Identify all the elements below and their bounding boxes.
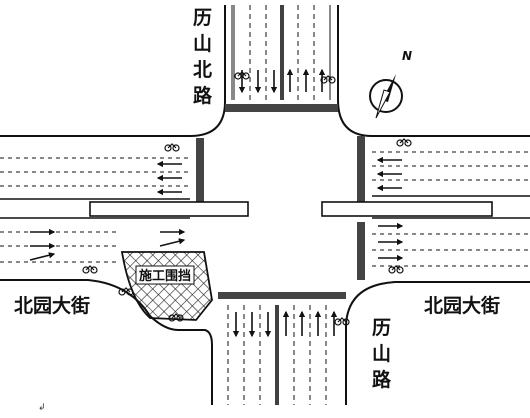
edge-south-west — [0, 279, 213, 405]
lane-arrow-icon — [159, 238, 186, 247]
construction-zone-label: 施工围挡 — [139, 268, 191, 284]
compass-icon — [369, 74, 403, 119]
lane-arrow-icon — [29, 252, 56, 261]
south-lane-arrows — [232, 310, 338, 338]
bicycle-icon — [320, 75, 336, 84]
edge-north-west — [0, 5, 226, 137]
construction-zone-area — [120, 251, 213, 321]
edge-south-east — [345, 281, 530, 405]
footnote-mark: ↲ — [38, 403, 46, 413]
road-label-north: 历山北路 — [193, 7, 213, 107]
edge-north-east — [337, 5, 530, 137]
stop-line-east — [357, 136, 365, 212]
bicycle-icon — [234, 71, 250, 80]
road-label-east: 北园大街 — [424, 294, 500, 317]
median-west — [89, 201, 249, 217]
east-road-markings — [372, 151, 530, 267]
north-road-markings — [231, 5, 331, 100]
west-lane-arrows — [29, 160, 186, 261]
bicycle-icon — [168, 313, 184, 322]
bicycles — [82, 71, 412, 326]
bicycle-icon — [388, 265, 404, 274]
north-lane-arrows — [238, 68, 326, 94]
road-edges — [0, 5, 530, 405]
road-label-south: 历山路 — [372, 317, 392, 391]
bicycle-icon — [334, 317, 350, 326]
stop-line-west — [196, 138, 204, 208]
west-road-markings — [0, 157, 190, 263]
stop-line-north — [225, 104, 338, 112]
stop-line-east-lower — [357, 222, 365, 280]
east-lane-arrows — [376, 156, 404, 262]
bicycle-icon — [164, 143, 180, 152]
bicycle-icon — [118, 287, 134, 296]
compass-north-label: N — [402, 49, 412, 63]
bicycle-icon — [396, 138, 412, 147]
bicycle-icon — [82, 265, 98, 274]
south-road-markings — [227, 305, 327, 405]
construction-label-bg — [135, 265, 195, 285]
median-east — [321, 201, 493, 217]
median-islands — [89, 201, 493, 217]
road-label-west: 北园大街 — [14, 294, 90, 317]
stop-line-south — [218, 292, 346, 299]
